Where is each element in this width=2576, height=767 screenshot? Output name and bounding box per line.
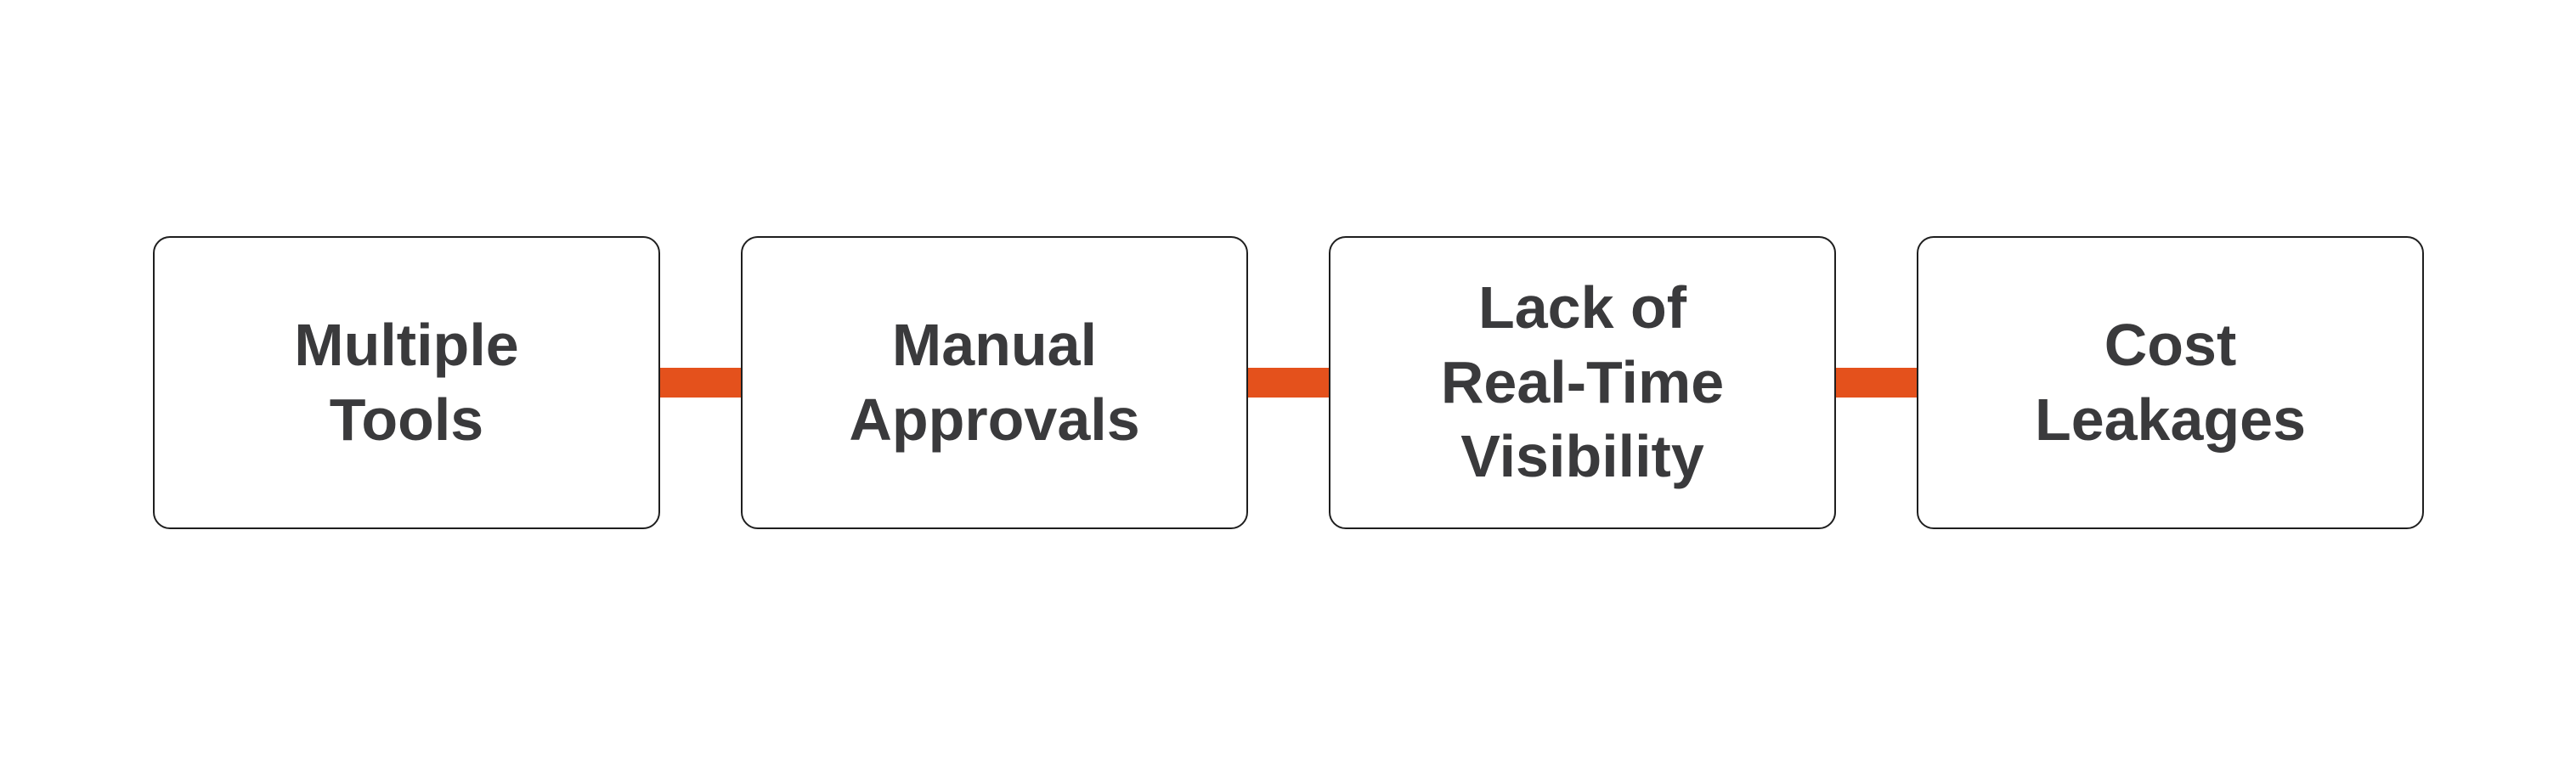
node-label-cost-leakages: Cost Leakages (2034, 312, 2307, 453)
flow-connector-2 (1248, 368, 1329, 398)
flow-connector-1 (660, 368, 741, 398)
node-label-lack-of-real-time-visibility: Lack of Real-Time Visibility (1440, 274, 1725, 490)
flow-node-cost-leakages: Cost Leakages (1917, 236, 2424, 529)
node-label-multiple-tools: Multiple Tools (294, 312, 519, 453)
node-label-manual-approvals: Manual Approvals (849, 312, 1140, 453)
flow-node-lack-of-real-time-visibility: Lack of Real-Time Visibility (1329, 236, 1836, 529)
process-flow: Multiple Tools Manual Approvals Lack of … (153, 236, 2424, 529)
flow-node-manual-approvals: Manual Approvals (741, 236, 1248, 529)
flow-node-multiple-tools: Multiple Tools (153, 236, 660, 529)
flow-connector-3 (1836, 368, 1917, 398)
